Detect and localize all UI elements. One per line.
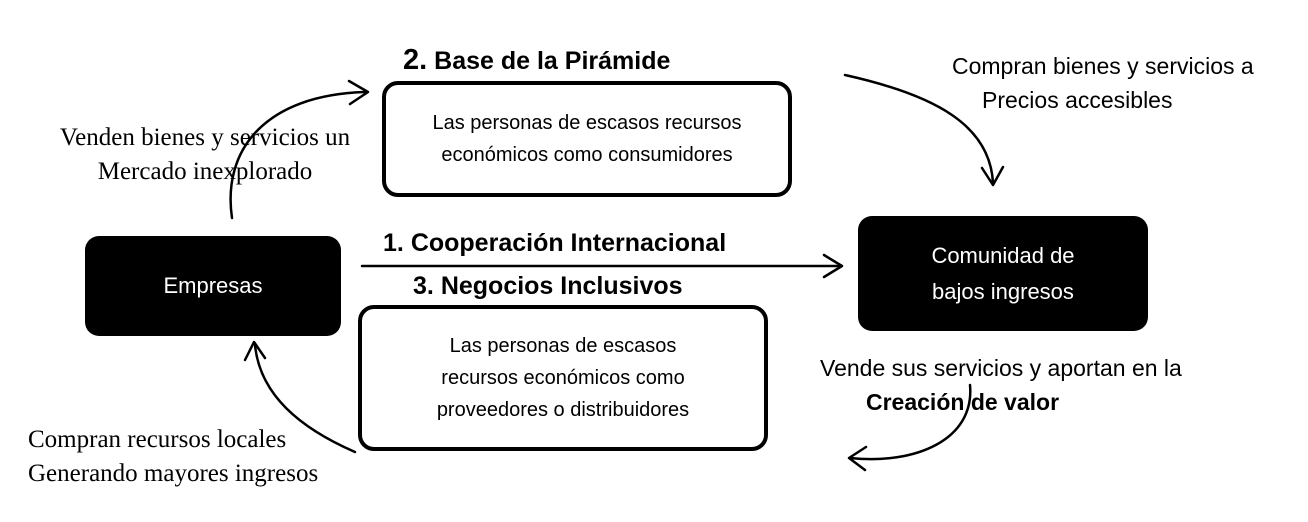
label-venden-line2: Mercado inexplorado [97, 158, 313, 185]
node-comunidad-line1: Comunidad de [931, 242, 1075, 268]
node-comunidad: Comunidad de bajos ingresos [858, 216, 1148, 331]
heading-cooperacion-label: Cooperación Internacional [410, 229, 727, 257]
label-vende-servicios: Vende sus servicios y aportan en la Crea… [820, 351, 1240, 419]
heading-base-piramide: 2. Base de la Pirámide [403, 44, 670, 77]
box-base-line2: económicos como consumidores [441, 144, 733, 166]
arrowhead-empresas-to-base [347, 79, 370, 106]
node-comunidad-line2: bajos ingresos [932, 278, 1074, 304]
heading-cooperacion-number: 1. [383, 229, 404, 257]
arrowhead-cooperacion [822, 253, 844, 279]
label-venden-line1: Venden bienes y servicios un [59, 124, 351, 151]
arrow-empresas-to-base [229, 90, 367, 220]
arrowhead-negocios-to-empresas [243, 340, 267, 362]
heading-base-number: 2. [403, 44, 428, 76]
label-vende-line2: Creación de valor [866, 389, 1060, 415]
label-compran-recursos-line2: Generando mayores ingresos [28, 460, 319, 487]
label-compran-recursos: Compran recursos locales Generando mayor… [28, 423, 368, 491]
heading-negocios-label: Negocios Inclusivos [440, 272, 683, 300]
arrowhead-base-to-comunidad [980, 165, 1005, 187]
label-compran-bienes-line1: Compran bienes y servicios a [952, 53, 1254, 79]
arrow-comunidad-to-negocios [848, 383, 972, 461]
box-base-line1: Las personas de escasos recursos [432, 112, 742, 134]
label-venden: Venden bienes y servicios un Mercado ine… [35, 121, 375, 189]
arrowhead-comunidad-to-negocios [847, 445, 868, 472]
box-negocios-line1: Las personas de escasos [449, 335, 677, 357]
node-empresas: Empresas [85, 236, 341, 336]
box-negocios-line3: proveedores o distribuidores [436, 399, 690, 421]
box-negocios-line2: recursos económicos como [441, 367, 685, 389]
label-compran-recursos-line1: Compran recursos locales [28, 426, 287, 453]
heading-base-label: Base de la Pirámide [434, 47, 671, 75]
label-compran-bienes-line2: Precios accesibles [982, 87, 1173, 113]
box-base-piramide: Las personas de escasos recursos económi… [382, 81, 792, 197]
arrow-negocios-to-empresas [253, 343, 357, 454]
arrow-base-to-comunidad [843, 73, 995, 185]
label-vende-line1: Vende sus servicios y aportan en la [820, 355, 1182, 381]
heading-negocios-number: 3. [413, 272, 434, 300]
heading-cooperacion: 1. Cooperación Internacional [383, 229, 726, 258]
heading-negocios-inclusivos: 3. Negocios Inclusivos [413, 272, 683, 301]
box-negocios-inclusivos: Las personas de escasos recursos económi… [358, 305, 768, 451]
label-compran-bienes: Compran bienes y servicios a Precios acc… [952, 49, 1302, 117]
node-empresas-label: Empresas [163, 273, 263, 298]
